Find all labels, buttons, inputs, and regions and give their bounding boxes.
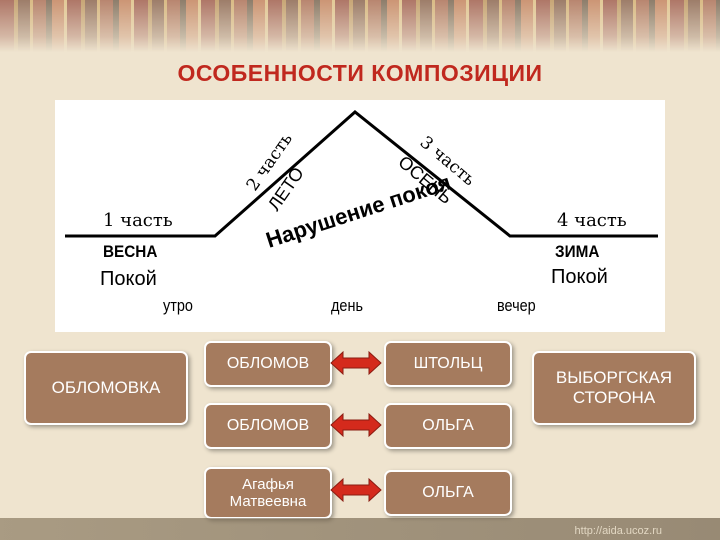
- season-winter-label: ЗИМА: [555, 242, 600, 261]
- watermark: http://aida.ucoz.ru: [574, 525, 662, 537]
- double-arrow-icon: [330, 412, 382, 438]
- calm-right-label: Покой: [551, 266, 608, 288]
- season-spring-label: ВЕСНА: [103, 242, 158, 261]
- calm-left-label: Покой: [100, 268, 157, 290]
- double-arrow-icon: [330, 350, 382, 376]
- pair-3-left-box: Агафья Матвеевна: [204, 467, 332, 519]
- pair-3-right-box: ОЛЬГА: [384, 470, 512, 516]
- time-day-label: день: [331, 296, 363, 315]
- bookshelf-banner: [0, 0, 720, 52]
- double-arrow-icon: [330, 477, 382, 503]
- footer-strip: [0, 518, 720, 540]
- page-title: ОСОБЕННОСТИ КОМПОЗИЦИИ: [177, 60, 543, 86]
- time-morning-label: утро: [163, 296, 193, 315]
- oblomovka-box: ОБЛОМОВКА: [24, 351, 188, 425]
- part-4-label: 4 часть: [557, 210, 627, 231]
- pair-2-left-box: ОБЛОМОВ: [204, 403, 332, 449]
- composition-line: [65, 110, 658, 238]
- vyborg-side-box: ВЫБОРГСКАЯ СТОРОНА: [532, 351, 696, 425]
- time-evening-label: вечер: [497, 296, 536, 315]
- plot-line-svg: 2 часть ЛЕТО 3 часть ОСЕНЬ Нарушение пок…: [65, 110, 658, 253]
- pair-1-right-box: ШТОЛЬЦ: [384, 341, 512, 387]
- part-1-label: 1 часть: [103, 210, 173, 231]
- pair-2-right-box: ОЛЬГА: [384, 403, 512, 449]
- composition-diagram: 2 часть ЛЕТО 3 часть ОСЕНЬ Нарушение пок…: [55, 100, 665, 332]
- pair-1-left-box: ОБЛОМОВ: [204, 341, 332, 387]
